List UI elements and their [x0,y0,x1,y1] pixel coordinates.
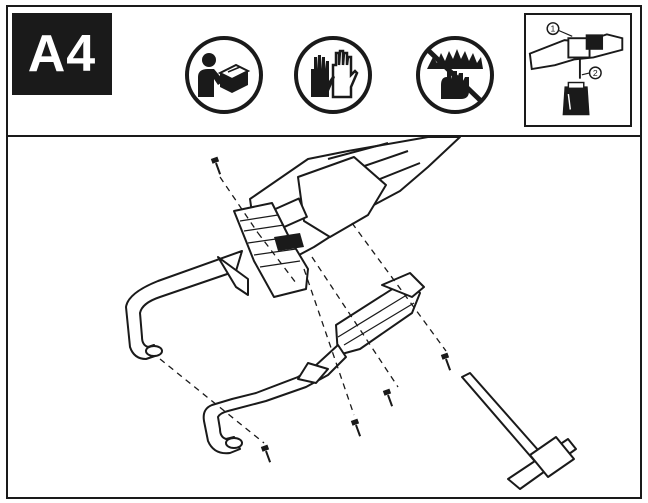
screw-5 [260,444,272,463]
alignment-lines [159,176,447,444]
panel-header: A4 [8,7,640,137]
no-touch-hot-surface-icon [416,36,494,114]
instruction-panel: A4 [6,5,642,499]
motor-housing [297,156,387,238]
step-label: A4 [12,13,112,95]
detail-thumbnail: 1 2 [524,13,632,127]
assembly-diagram [125,137,577,490]
screw-4 [350,418,362,437]
screw-1 [210,156,222,175]
callout-2: 2 [593,68,598,78]
t-wrench-shaft [461,372,547,466]
t-wrench-socket [529,436,575,478]
read-manual-icon [185,36,263,114]
lower-handle-loop [202,344,347,455]
callout-1: 1 [551,23,556,33]
screw-2 [440,352,452,371]
screw-3 [382,388,394,407]
wear-gloves-icon [294,36,372,114]
upper-bracket [233,202,309,298]
